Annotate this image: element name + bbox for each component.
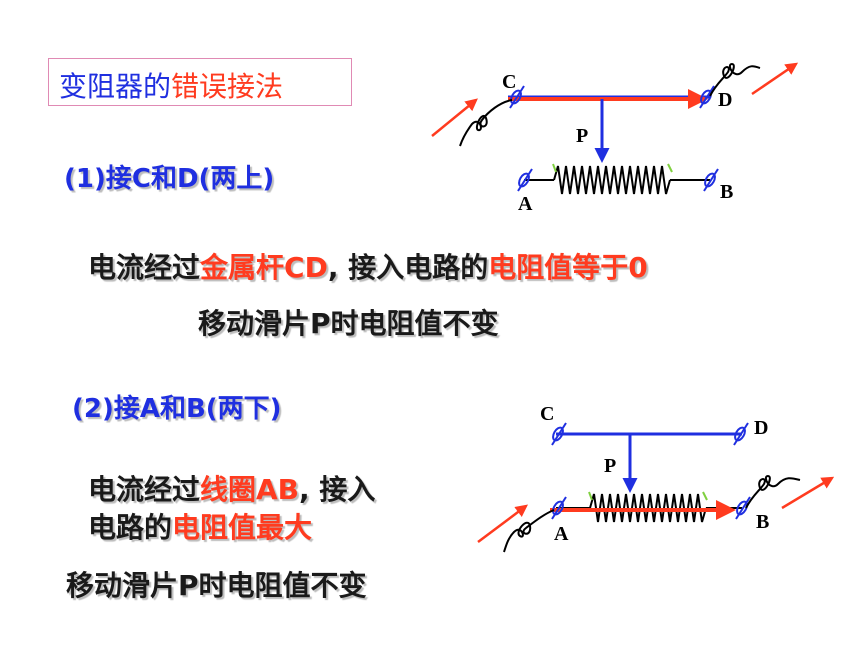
case2-desc1-b: 线圈AB <box>200 473 300 506</box>
terminal-b-icon <box>735 496 751 520</box>
case1-desc-d: 电阻值等于0 <box>488 251 648 284</box>
coil-insulator-right <box>702 491 708 501</box>
case1-description: 电流经过金属杆CD, 接入电路的电阻值等于0 <box>88 246 648 286</box>
current-out-arrow <box>751 62 799 96</box>
label-d: D <box>754 417 768 439</box>
case1-desc-c: , 接入电路的 <box>327 251 489 284</box>
terminal-b-icon <box>703 168 719 192</box>
coil-insulator-left <box>552 163 557 173</box>
terminal-d-icon <box>699 85 715 109</box>
case2-note: 移动滑片P时电阻值不变 <box>66 569 367 602</box>
case2-desc2-a: 电路的 <box>88 511 173 544</box>
case2-heading: (2)接A和B(两下) <box>72 394 282 424</box>
terminal-a-icon <box>517 168 533 192</box>
rheostat-diagram-bottom-terminals: C D P A B <box>477 403 835 553</box>
case2-desc1-c: , 接入 <box>299 473 376 506</box>
label-b: B <box>720 181 733 203</box>
case2-description-line2: 电路的电阻值最大 <box>88 506 312 546</box>
wire-out-icon <box>745 474 801 509</box>
label-p: P <box>604 455 616 477</box>
terminal-c-icon <box>509 85 525 109</box>
title-part1: 变阻器的 <box>59 70 172 103</box>
wire-in-icon <box>459 99 513 147</box>
case2-description-line1: 电流经过线圈AB, 接入 <box>88 468 375 508</box>
label-b: B <box>756 511 769 533</box>
current-out-arrow <box>781 476 835 510</box>
wire-out-icon <box>709 62 761 97</box>
case1-desc-b: 金属杆CD <box>200 251 328 284</box>
terminal-d-icon <box>733 422 749 446</box>
coil-insulator-right <box>667 163 673 173</box>
resistance-coil <box>553 165 671 195</box>
label-p: P <box>576 125 588 147</box>
terminal-c-icon <box>551 422 567 446</box>
case2-desc1-a: 电流经过 <box>88 473 201 506</box>
wire-in-icon <box>503 509 555 553</box>
current-in-arrow <box>431 98 478 137</box>
label-d: D <box>718 89 732 111</box>
case1-note: 移动滑片P时电阻值不变 <box>198 307 499 340</box>
label-a: A <box>518 193 533 215</box>
title-part2: 错误接法 <box>171 70 284 103</box>
case2-desc2-b: 电阻值最大 <box>172 511 313 544</box>
terminal-a-icon <box>551 496 567 520</box>
title-text: 变阻器的错误接法 <box>59 65 283 105</box>
case1-desc-a: 电流经过 <box>88 251 201 284</box>
case1-heading: (1)接C和D(两上) <box>64 164 275 194</box>
current-in-arrow <box>477 504 528 543</box>
rheostat-diagram-top-terminals: C D P A B <box>431 62 799 215</box>
label-c: C <box>540 403 554 425</box>
coil-insulator-left <box>588 491 593 501</box>
label-a: A <box>554 523 569 545</box>
title-box: 变阻器的错误接法 <box>48 58 352 106</box>
label-c: C <box>502 71 516 93</box>
